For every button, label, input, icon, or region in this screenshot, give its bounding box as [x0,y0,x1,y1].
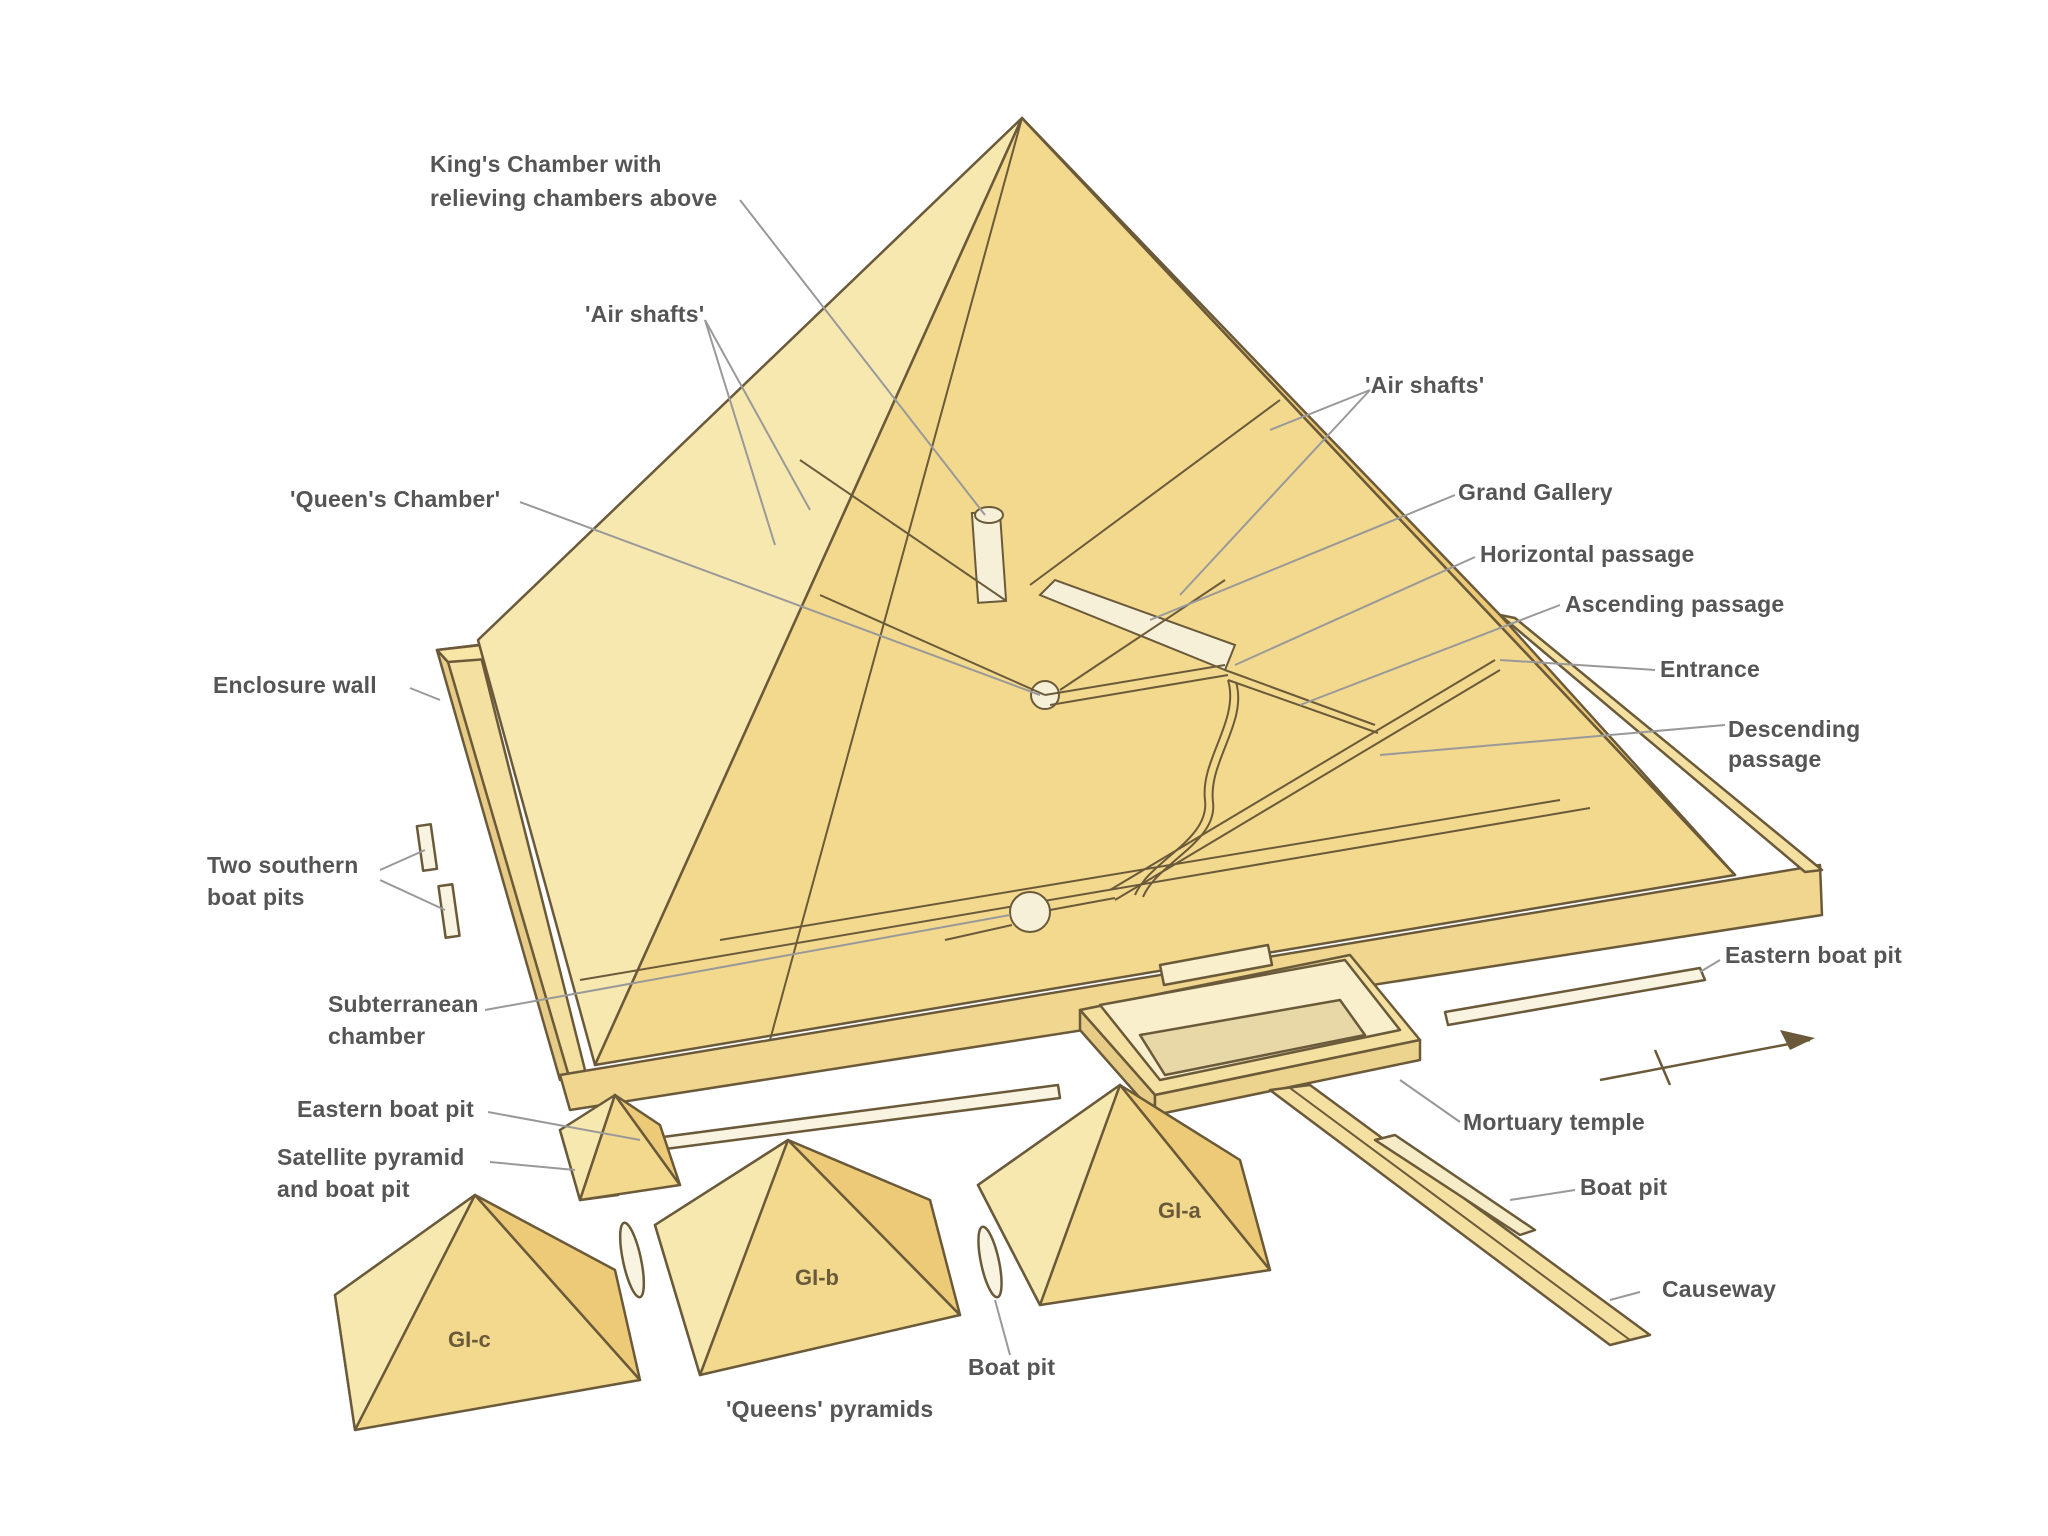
north-arrow-icon [1599,1030,1815,1086]
label-satellite-pyramid-2: and boat pit [277,1176,410,1202]
label-gi-a: GI-a [1158,1198,1202,1223]
southern-boat-pit-2 [437,883,461,939]
label-queens-pyramids: 'Queens' pyramids [726,1396,933,1422]
label-causeway: Causeway [1662,1276,1776,1302]
leader-lines [379,199,1726,1356]
southern-boat-pit-1 [415,822,439,873]
internal-passages [799,399,1501,941]
label-eastern-boat-pit-right: Eastern boat pit [1725,942,1902,968]
eastern-boat-pit-left [638,1083,1062,1154]
label-queens-chamber: 'Queen's Chamber' [290,486,500,512]
causeway [1268,1083,1652,1347]
label-air-shafts-right: 'Air shafts' [1365,372,1484,398]
label-descending-passage-1: Descending [1728,716,1860,742]
label-subterranean-chamber-1: Subterranean [328,991,479,1017]
label-grand-gallery: Grand Gallery [1458,479,1613,505]
eastern-boat-pit-right [1443,966,1707,1027]
label-ascending-passage: Ascending passage [1565,591,1784,617]
label-enclosure-wall: Enclosure wall [213,672,377,698]
labels: King's Chamber with relieving chambers a… [207,151,1902,1422]
label-boat-pit-bottom: Boat pit [968,1354,1055,1380]
label-two-southern-boat-pits-1: Two southern [207,852,358,878]
label-air-shafts-left: 'Air shafts' [585,301,704,327]
grand-gallery [1038,578,1237,672]
label-kings-chamber-1: King's Chamber with [430,151,662,177]
subterranean-chamber [1009,891,1051,933]
label-boat-pit-right: Boat pit [1580,1174,1667,1200]
mortuary-temple [1078,943,1422,1117]
label-kings-chamber-2: relieving chambers above [430,185,717,211]
label-gi-c: GI-c [448,1327,491,1352]
queens-boat-pit [977,1225,1003,1299]
label-entrance: Entrance [1660,656,1760,682]
label-eastern-boat-pit-left: Eastern boat pit [297,1096,474,1122]
label-subterranean-chamber-2: chamber [328,1023,425,1049]
queens-pyramid-gi-c [333,1193,642,1432]
label-mortuary-temple: Mortuary temple [1463,1109,1645,1135]
queens-pyramid-gi-b [653,1138,962,1377]
queens-pyramid-gi-a [976,1083,1272,1307]
label-two-southern-boat-pits-2: boat pits [207,884,305,910]
label-gi-b: GI-b [795,1265,839,1290]
label-satellite-pyramid-1: Satellite pyramid [277,1144,464,1170]
satellite-boat-pit [618,1221,646,1299]
label-descending-passage-2: passage [1728,746,1821,772]
satellite-pyramid [558,1093,682,1202]
label-horizontal-passage: Horizontal passage [1480,541,1695,567]
